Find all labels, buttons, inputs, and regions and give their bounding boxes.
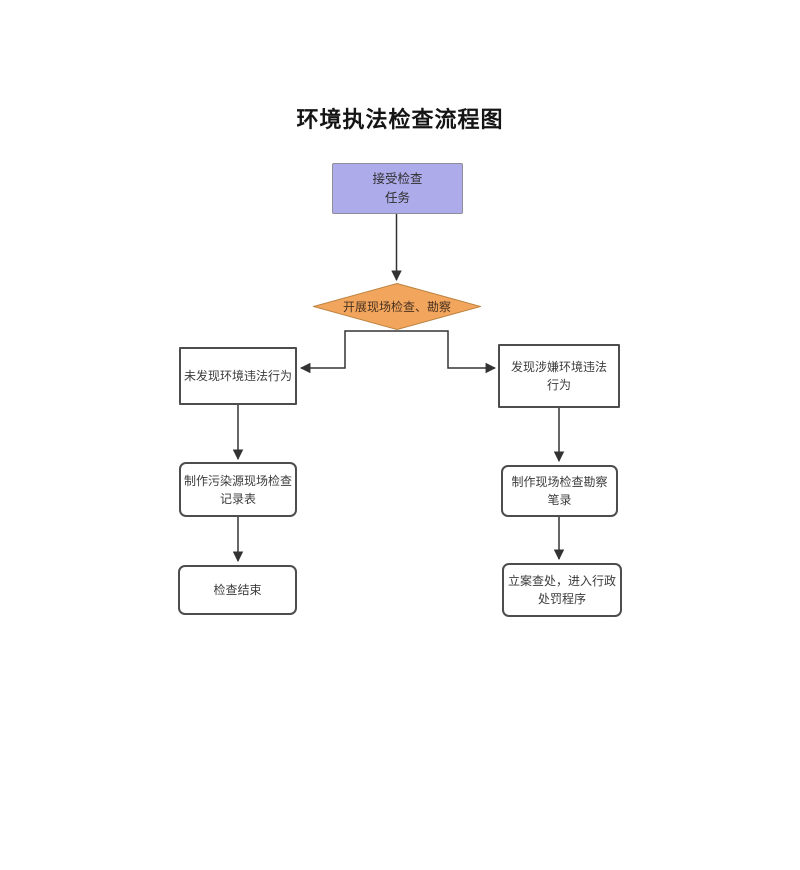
flow-node-found-violation-label: 发现涉嫌环境违法 行为 <box>510 360 607 392</box>
arrow-decision-to-no-violation <box>299 330 397 374</box>
flow-node-survey-notes-label: 制作现场检查勘察 笔录 <box>511 475 608 507</box>
decision-diamond-shape <box>313 283 481 330</box>
flow-node-accept-task: 接受检查 任务 <box>332 163 463 214</box>
flow-node-no-violation-label: 未发现环境违法行为 <box>183 369 292 383</box>
flow-node-inspection-end-label: 检查结束 <box>213 583 262 597</box>
flow-node-survey-notes: 制作现场检查勘察 笔录 <box>501 465 618 517</box>
flow-node-accept-task-label: 接受检查 任务 <box>372 171 423 205</box>
flow-node-found-violation: 发现涉嫌环境违法 行为 <box>498 344 620 408</box>
flow-node-decision: 开展现场检查、勘察 <box>313 283 481 330</box>
flow-node-no-violation: 未发现环境违法行为 <box>179 347 297 405</box>
flow-node-record-form: 制作污染源现场检查 记录表 <box>179 462 297 517</box>
flow-node-record-form-label: 制作污染源现场检查 记录表 <box>183 473 292 506</box>
flowchart-title: 环境执法检查流程图 <box>296 107 504 132</box>
flow-node-inspection-end: 检查结束 <box>178 565 297 615</box>
flow-node-file-case: 立案查处，进入行政 处罚程序 <box>502 563 622 617</box>
arrow-decision-to-found-violation <box>396 330 497 374</box>
flow-node-file-case-label: 立案查处，进入行政 处罚程序 <box>507 574 616 606</box>
flow-node-decision-label: 开展现场检查、勘察 <box>342 300 451 314</box>
